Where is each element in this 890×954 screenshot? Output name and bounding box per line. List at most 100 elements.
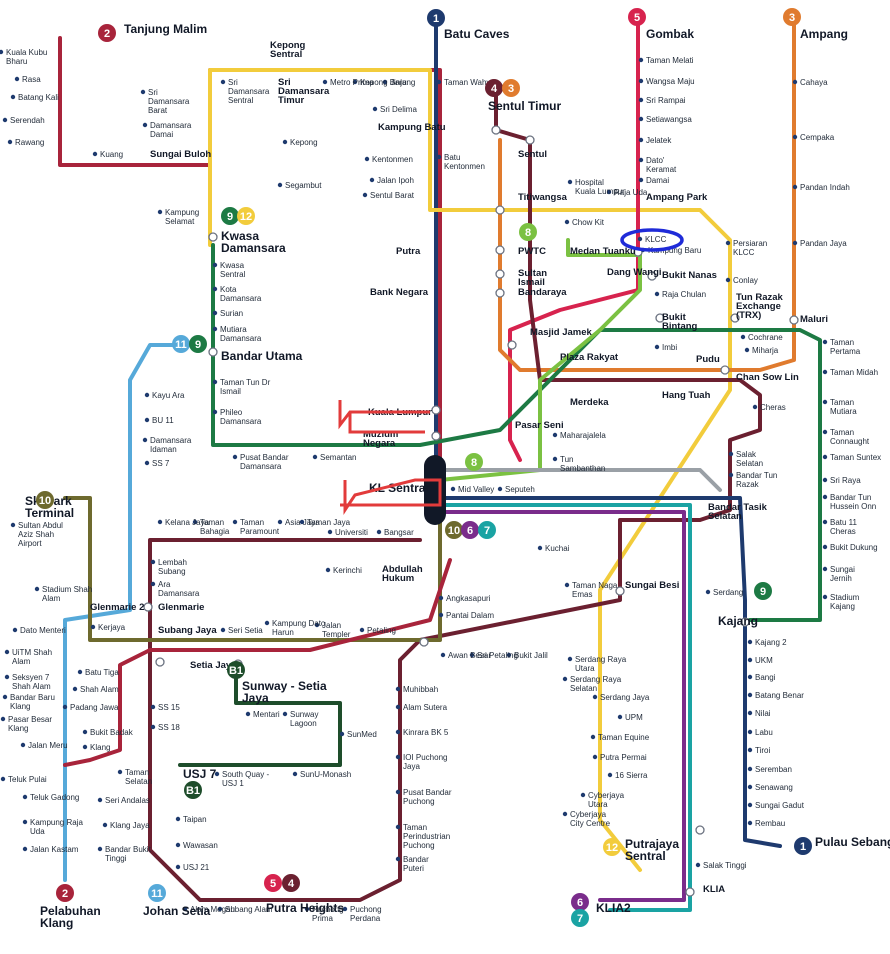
line-badge-11[interactable]: 11 (148, 884, 166, 902)
station-label[interactable]: Damai (646, 176, 669, 185)
station-label[interactable]: Taman Midah (830, 368, 878, 377)
station-label[interactable]: Raja Chulan (662, 290, 706, 299)
station-label[interactable]: Subang Alam (225, 905, 273, 914)
line-badge-2[interactable]: 2 (98, 24, 116, 42)
station-label[interactable]: Kampung Batu (378, 122, 446, 133)
line-badge-10[interactable]: 10 (445, 521, 463, 539)
station-label[interactable]: Merdeka (570, 397, 609, 408)
station-label[interactable]: Dang Wangi (607, 267, 662, 278)
station-label[interactable]: Setia Jaya (190, 660, 237, 671)
station-label[interactable]: Batang Kali (18, 93, 59, 102)
station-label[interactable]: SS 18 (158, 723, 180, 732)
station-label[interactable]: Masjid Jamek (530, 327, 592, 338)
station-label[interactable]: Serendah (10, 116, 45, 125)
station-label[interactable]: Metro Prima (330, 78, 374, 87)
line-badge-6[interactable]: 6 (571, 893, 589, 911)
line-badge-b1[interactable]: B1 (227, 661, 245, 679)
station-label[interactable]: Kajang (718, 614, 758, 628)
station-label[interactable]: Segambut (285, 181, 322, 190)
line-badge-10[interactable]: 10 (36, 491, 54, 509)
station-label[interactable]: Angkasapuri (446, 594, 491, 603)
line-badge-12[interactable]: 12 (237, 207, 255, 225)
station-label[interactable]: Sungai Gadut (755, 801, 805, 810)
station-label[interactable]: Taman Jaya (307, 518, 351, 527)
station-label[interactable]: Seri Andalas (105, 796, 150, 805)
station-label[interactable]: Bukit Jalil (514, 651, 548, 660)
station-label[interactable]: Maharajalela (560, 431, 606, 440)
station-label[interactable]: Pandan Indah (800, 183, 850, 192)
station-label[interactable]: Batu Caves (444, 27, 510, 41)
station-label[interactable]: KLIA2 (596, 901, 631, 915)
station-label[interactable]: Taman Melati (646, 56, 694, 65)
line-badge-9[interactable]: 9 (754, 582, 772, 600)
station-label[interactable]: Taman Suntex (830, 453, 881, 462)
station-label[interactable]: Cahaya (800, 78, 828, 87)
station-label[interactable]: Bandar Utama (221, 349, 303, 363)
station-label[interactable]: Teluk Gadong (30, 793, 79, 802)
station-label[interactable]: Kajang 2 (755, 638, 787, 647)
line-badge-9[interactable]: 9 (189, 335, 207, 353)
station-label[interactable]: PWTC (518, 246, 546, 257)
station-label[interactable]: Bandaraya (518, 287, 567, 298)
line-badge-b1[interactable]: B1 (184, 781, 202, 799)
station-label[interactable]: SS 7 (152, 459, 170, 468)
station-label[interactable]: KLIA (703, 884, 725, 895)
station-label[interactable]: Salak Tinggi (703, 861, 747, 870)
station-label[interactable]: Sungai Buloh (150, 149, 211, 160)
station-label[interactable]: Sentul Timur (488, 99, 561, 113)
station-label[interactable]: Kayu Ara (152, 391, 185, 400)
station-label[interactable]: Kentonmen (372, 155, 413, 164)
station-label[interactable]: Serdang (713, 588, 743, 597)
station-label[interactable]: Ampang (800, 27, 848, 41)
station-label[interactable]: Bangi (755, 673, 776, 682)
station-label[interactable]: SunMed (347, 730, 377, 739)
line-badge-5[interactable]: 5 (628, 8, 646, 26)
station-label[interactable]: Bukit Nanas (662, 270, 717, 281)
line-badge-9[interactable]: 9 (221, 207, 239, 225)
station-label[interactable]: Awan Besar (448, 651, 491, 660)
station-label[interactable]: Taman Equine (598, 733, 650, 742)
station-label[interactable]: Batu Tiga (85, 668, 119, 677)
station-label[interactable]: Batang Benar (755, 691, 804, 700)
station-label[interactable]: Senawang (755, 783, 793, 792)
station-label[interactable]: Pantai Dalam (446, 611, 494, 620)
station-label[interactable]: Mentari (253, 710, 280, 719)
line-badge-6[interactable]: 6 (461, 521, 479, 539)
station-label[interactable]: Pasar Seni (515, 420, 564, 431)
station-label[interactable]: Jalan Meru (28, 741, 68, 750)
line-badge-5[interactable]: 5 (264, 874, 282, 892)
station-label[interactable]: Padang Jawa (70, 703, 119, 712)
kl-sentral-hub[interactable] (424, 455, 446, 525)
